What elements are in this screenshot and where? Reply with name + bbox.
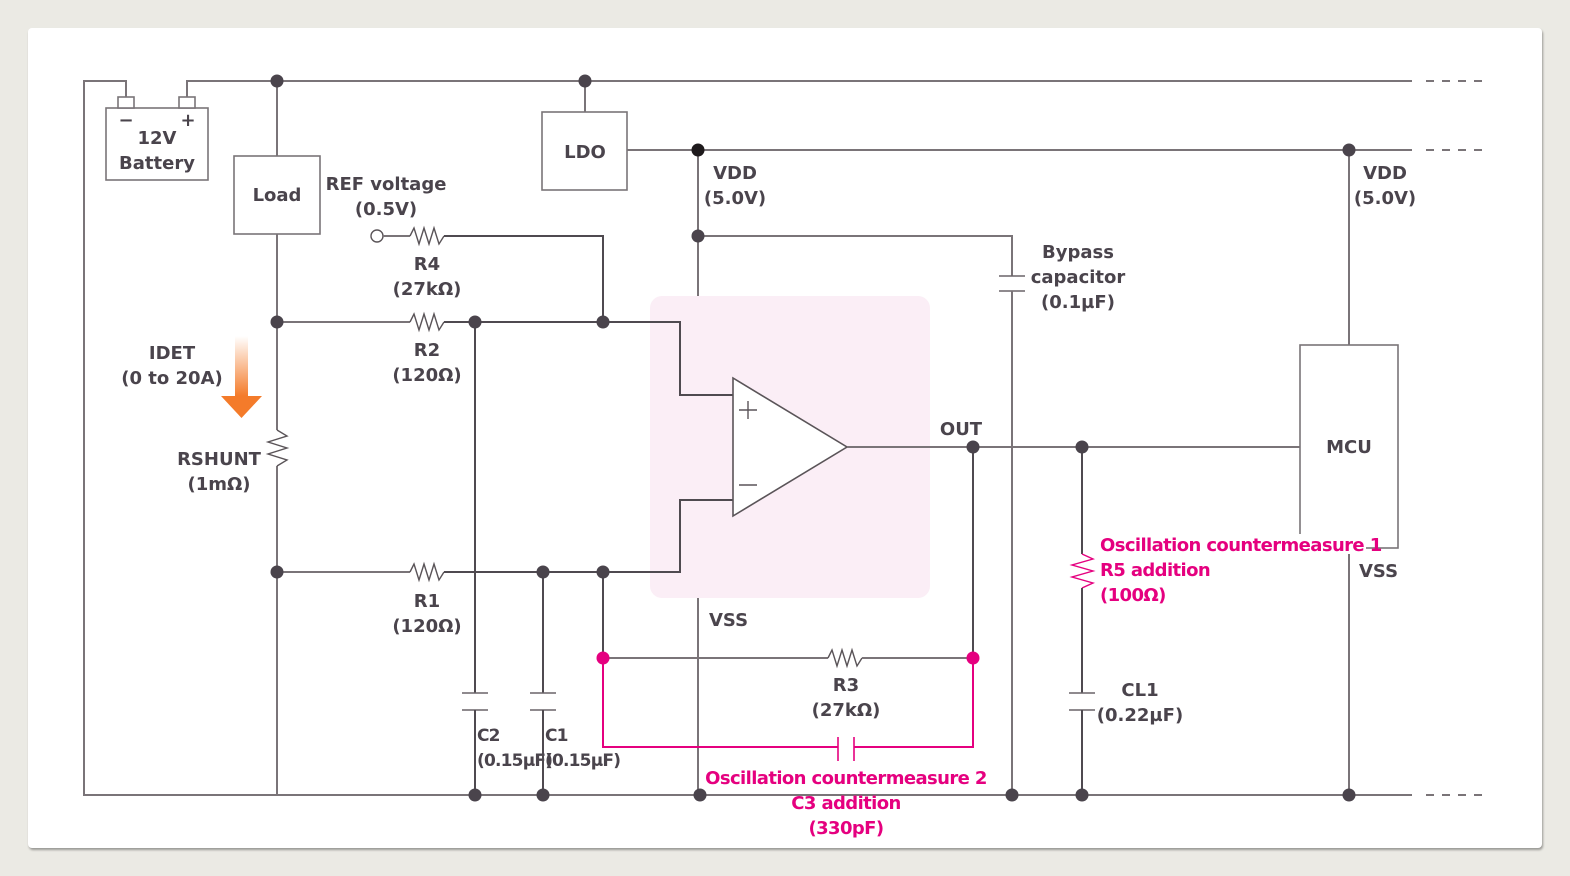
junction-dots (270, 74, 1356, 802)
opamp-symbol (732, 376, 849, 518)
junction-dot (536, 788, 550, 802)
bypass-cap-label-line2: capacitor (1031, 267, 1126, 288)
countermeasure2-value: (330pF) (808, 818, 883, 839)
bypass-cap-label-line1: Bypass (1042, 242, 1114, 263)
battery: − + 12V Battery (105, 96, 209, 181)
junction-dot (693, 788, 707, 802)
junction-dot (1342, 788, 1356, 802)
r1-label: R1 (414, 591, 440, 612)
countermeasure1-text-backdrop (1098, 534, 1366, 554)
junction-dot (270, 315, 284, 329)
r2-resistor-symbol (409, 311, 445, 333)
rshunt-resistor-symbol (265, 429, 290, 467)
battery-plus-sign: + (180, 110, 195, 131)
inverting-input-wire (444, 499, 733, 573)
r4-right-wire (444, 235, 604, 322)
countermeasure1-value: (100Ω) (1100, 585, 1166, 606)
c1-value: (0.15µF) (545, 751, 620, 771)
opamp-vdd-value: (5.0V) (704, 188, 766, 209)
r1-resistor-symbol (409, 561, 445, 583)
r4-label: R4 (414, 254, 440, 275)
junction-dot (1075, 788, 1089, 802)
c2-label: C2 (477, 726, 500, 746)
mcu-vdd-value: (5.0V) (1354, 188, 1416, 209)
r1-value: (120Ω) (392, 616, 461, 637)
battery-minus-sign: − (118, 110, 133, 131)
c2-value: (0.15µF) (477, 751, 552, 771)
r3-resistor-symbol (827, 647, 863, 669)
load-label: Load (253, 185, 302, 206)
junction-dot-pink (596, 651, 610, 665)
mcu-vdd-label: VDD (1363, 163, 1407, 184)
junction-dot (596, 565, 610, 579)
bypass-cap-top-wire (698, 235, 1013, 276)
c1-label: C1 (545, 726, 568, 746)
junction-dot (270, 74, 284, 88)
cl1-value: (0.22µF) (1097, 705, 1183, 726)
opamp-vss-label: VSS (709, 610, 748, 631)
r4-value: (27kΩ) (393, 279, 462, 300)
rshunt-value: (1mΩ) (187, 474, 250, 495)
junction-dot (1342, 143, 1356, 157)
ldo-block: LDO (541, 111, 628, 191)
battery-voltage-label: 12V (138, 128, 177, 149)
junction-dot (468, 315, 482, 329)
current-direction-arrow-icon (221, 336, 262, 418)
r3-value: (27kΩ) (812, 700, 881, 721)
battery-negative-wire (83, 80, 1412, 796)
countermeasure2-title: Oscillation countermeasure 2 (705, 768, 987, 789)
bypass-cap-value: (0.1µF) (1041, 292, 1115, 313)
ref-voltage-value: (0.5V) (355, 199, 417, 220)
r4-resistor-symbol (409, 225, 445, 247)
junction-dot (578, 74, 592, 88)
ref-voltage-label: REF voltage (326, 174, 447, 195)
idet-label: IDET (149, 343, 196, 364)
countermeasure1-detail: R5 addition (1100, 560, 1210, 581)
battery-positive-rail (186, 80, 1490, 97)
junction-dot (536, 565, 550, 579)
battery-label: Battery (119, 153, 195, 174)
junction-dot (468, 788, 482, 802)
junction-dot-pink (966, 651, 980, 665)
load-block: Load (233, 155, 321, 235)
countermeasure1-title: Oscillation countermeasure 1 (1100, 535, 1382, 556)
junction-dot (596, 315, 610, 329)
junction-dot (1005, 788, 1019, 802)
noninverting-input-wire (444, 321, 733, 396)
opamp-vdd-label: VDD (713, 163, 757, 184)
idet-range: (0 to 20A) (121, 368, 222, 389)
c3-right-wire (854, 658, 974, 748)
junction-dot (1075, 440, 1089, 454)
mcu-vss-label: VSS (1359, 561, 1398, 582)
c3-left-wire (602, 658, 838, 748)
cl1-label: CL1 (1121, 680, 1158, 701)
junction-dot (966, 440, 980, 454)
r2-label: R2 (414, 340, 440, 361)
junction-dot (691, 229, 705, 243)
ref-voltage-terminal (370, 229, 384, 243)
opamp-out-label: OUT (940, 419, 983, 440)
r3-label: R3 (833, 675, 859, 696)
r2-value: (120Ω) (392, 365, 461, 386)
mcu-label: MCU (1326, 437, 1372, 458)
junction-dot (270, 565, 284, 579)
r5-resistor-symbol (1069, 553, 1096, 589)
mcu-block: MCU (1299, 344, 1399, 549)
junction-dot (691, 143, 705, 157)
ldo-label: LDO (564, 142, 606, 163)
rshunt-label: RSHUNT (177, 449, 262, 470)
countermeasure2-detail: C3 addition (791, 793, 900, 814)
